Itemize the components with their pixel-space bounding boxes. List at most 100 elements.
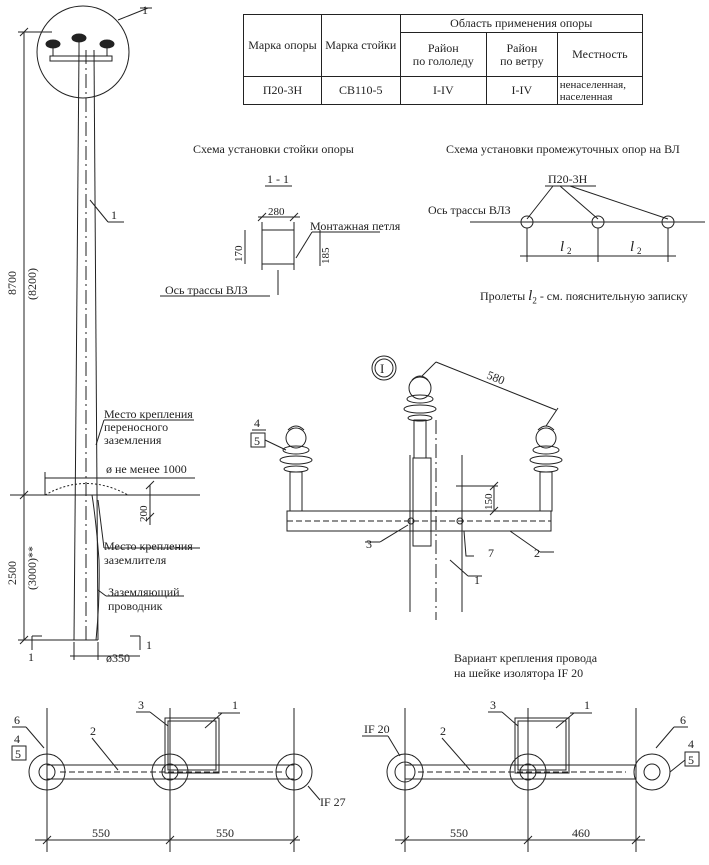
callout-7: 7: [488, 546, 494, 560]
title-variant: Вариант крепления провода на шейке изоля…: [454, 651, 598, 680]
bolt-left: [407, 517, 415, 525]
plan-clamp-right: [514, 717, 570, 774]
spans-note-post: - см. пояснительную записку: [536, 289, 688, 303]
plan-insulator-r2: [509, 753, 547, 791]
earth-fix-label: Место крепления заземлителя: [104, 539, 193, 567]
plan-callout-3-right: 3: [490, 698, 496, 712]
dim-3000: (3000)**: [25, 546, 39, 590]
section-post-outline: [261, 229, 295, 265]
cell-ice: I-IV: [399, 76, 488, 105]
cell-wind: I-IV: [486, 76, 558, 105]
dim-1000-label: ø не менее 1000: [106, 462, 187, 476]
cell-post: СВ110-5: [321, 76, 401, 105]
plan-callout-4: 4: [14, 732, 20, 746]
insulator-right: [529, 425, 563, 512]
mini-insulator-mid: [71, 33, 87, 56]
plan-callout-2-left: 2: [90, 724, 96, 738]
callout-1-top: 1: [142, 3, 148, 17]
pole-elevation: 1 1 8700 (8200): [5, 3, 200, 665]
pole-left-edge: [73, 49, 80, 641]
dim-280: 280: [268, 206, 285, 218]
earth-conductor-wire: [91, 494, 100, 641]
section-1-1: 1 - 1 280 170 185 Монтажная петля Ось тр…: [160, 172, 401, 297]
plan-callout-1-right: 1: [584, 698, 590, 712]
callout-leader-1: [117, 7, 149, 21]
span-sub-1: 2: [567, 246, 572, 256]
dim-170: 170: [233, 245, 245, 262]
callout-4: 4: [254, 416, 260, 430]
plan-clamp-left: [164, 717, 220, 774]
callout-2-detail: 2: [534, 546, 540, 560]
dim-550-a: 550: [92, 826, 110, 840]
plan-crossarm-left: [46, 764, 295, 780]
detail-I-marker: [371, 355, 397, 381]
callout-3-detail: 3: [366, 537, 372, 551]
plan-view-if20: 550 460 IF 20 2 3 1 6 4 5: [362, 698, 700, 852]
dim-8700: 8700: [5, 271, 19, 295]
intermediate-scheme: П20-3Н Ось трассы ВЛЗ l 2 l 2: [428, 172, 705, 262]
mini-insulator-left: [45, 39, 61, 56]
dim-185: 185: [320, 247, 332, 264]
plan-insulator-l1: [28, 753, 66, 791]
span-l-1: l: [560, 239, 564, 255]
mini-crossarm: [49, 55, 113, 62]
col-brand-header: Марка опоры: [242, 14, 323, 77]
plan-callout-1-left: 1: [232, 698, 238, 712]
cell-brand: П20-3Н: [242, 76, 323, 105]
bolt-right: [456, 517, 464, 525]
callout-5: 5: [254, 434, 260, 448]
detail-circle: [36, 5, 130, 99]
dim-460: 460: [572, 826, 590, 840]
if27-label: IF 27: [320, 795, 346, 809]
plan-insulator-l3: [275, 753, 313, 791]
detail-I-label: I: [380, 361, 384, 376]
span-l-2: l: [630, 239, 634, 255]
route-axis-label-2: Ось трассы ВЛЗ: [428, 203, 511, 217]
dim-550-c: 550: [450, 826, 468, 840]
plan-callout-6: 6: [14, 713, 20, 727]
dim-350: ø350: [106, 651, 130, 665]
plan-insulator-l2: [151, 753, 189, 791]
mount-loop-label: Монтажная петля: [310, 219, 401, 233]
col-post-header: Марка стойки: [321, 14, 401, 77]
plan-insulator-r3: [633, 753, 671, 791]
spans-note-sub: 2: [532, 295, 537, 306]
plan-callout-5: 5: [15, 747, 21, 761]
span-brand-label: П20-3Н: [548, 172, 588, 186]
plan-callout-3-left: 3: [138, 698, 144, 712]
mini-insulator-right: [99, 39, 115, 56]
dim-580: 580: [485, 368, 507, 388]
ground-mound: [44, 483, 129, 496]
title-post-install: Схема установки стойки опоры: [193, 142, 354, 156]
title-intermediate: Схема установки промежуточных опор на ВЛ: [446, 142, 680, 156]
callout-1-pole: 1: [111, 208, 117, 222]
earth-conductor-label: Заземляющий проводник: [108, 585, 180, 613]
detail-bracket: [412, 457, 432, 547]
cell-locality: ненаселенная, населенная: [556, 76, 644, 105]
plan-insulator-r1: [386, 753, 424, 791]
dim-200: 200: [138, 505, 150, 522]
span-sub-2: 2: [637, 246, 642, 256]
dim-550-b: 550: [216, 826, 234, 840]
plan-callout-6-right: 6: [680, 713, 686, 727]
plan-crossarm-right: [404, 764, 637, 780]
route-axis-label-1: Ось трассы ВЛЗ: [165, 283, 248, 297]
pole-right-edge: [93, 49, 99, 641]
callout-1-detail: 1: [474, 573, 480, 587]
plan-view-if27: 550 550 6 4 5 2 3 1 IF 27: [11, 698, 346, 852]
if20-label: IF 20: [364, 722, 390, 736]
dim-2500: 2500: [5, 561, 19, 585]
specification-table: Марка опоры Марка стойки Область примене…: [242, 14, 644, 105]
dim-150: 150: [483, 493, 495, 510]
section-mark-right: 1: [146, 638, 152, 652]
detail-I: I: [250, 355, 563, 620]
spans-note-pre: Пролеты: [480, 289, 529, 303]
dim-8200: (8200): [25, 268, 39, 300]
col-wind-header: Район по ветру: [486, 32, 558, 77]
section-mark-left: 1: [28, 650, 34, 664]
plan-callout-5-right: 5: [688, 753, 694, 767]
spans-note-l: l: [528, 288, 533, 304]
insulator-center: [403, 375, 437, 459]
